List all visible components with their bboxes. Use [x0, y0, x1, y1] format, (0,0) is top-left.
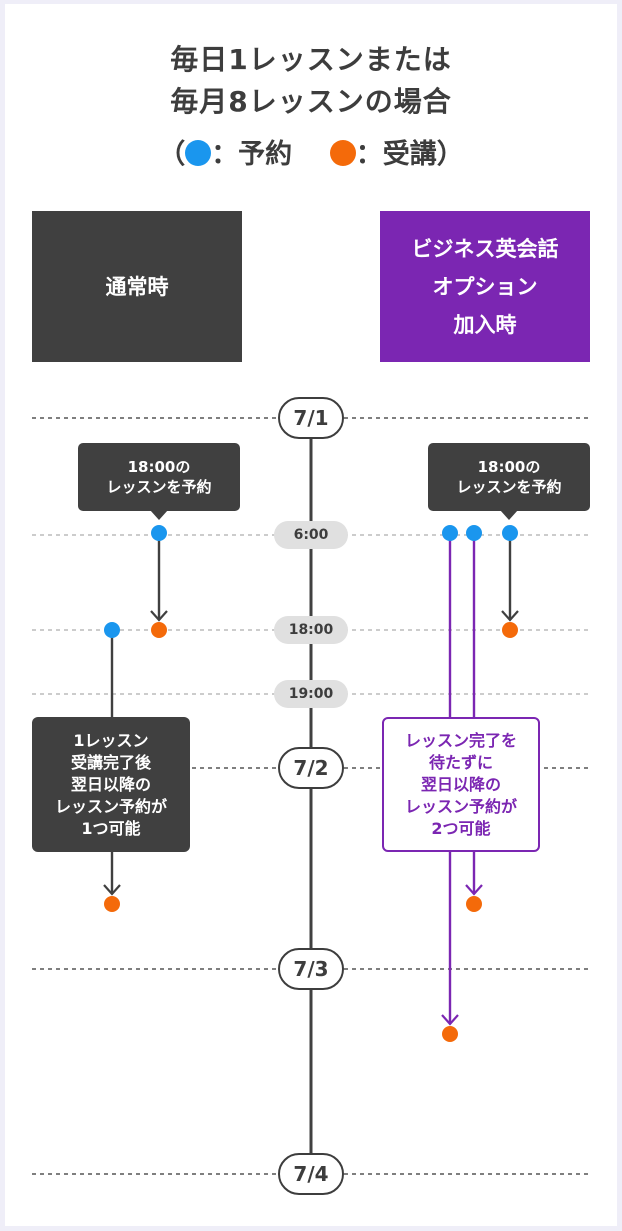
right-bubble-line-2: レッスンを予約 — [456, 478, 562, 496]
business-column-header: ビジネス英会話 オプション 加入時 — [380, 211, 590, 362]
attend-dot-icon — [329, 140, 356, 166]
left-attend-dot-7-2 — [104, 896, 120, 912]
normal-note-line-4: レッスン予約が — [54, 796, 167, 816]
normal-column-header: 通常時 — [32, 211, 242, 362]
right-reserve-bubble: 18:00の レッスンを予約 — [428, 443, 590, 520]
legend: （ ：予約 ：受講） — [0, 137, 622, 173]
right-reserve-dot-1 — [442, 525, 458, 541]
business-note-line-5: 2つ可能 — [431, 818, 491, 838]
date-pill-7-3: 7/3 — [278, 948, 344, 990]
right-attend-dot-7-3 — [442, 1026, 458, 1042]
title-line-1: 毎日1レッスンまたは — [170, 43, 452, 76]
business-header-line-3: 加入時 — [453, 312, 517, 337]
title-line-2: 毎月8レッスンの場合 — [170, 85, 452, 118]
business-note-line-1: レッスン完了を — [404, 730, 517, 750]
business-note-line-3: 翌日以降の — [420, 774, 501, 794]
normal-note-line-2: 受講完了後 — [70, 752, 151, 772]
date-pill-7-1: 7/1 — [278, 397, 344, 439]
right-attend-dot-18-00 — [502, 622, 518, 638]
normal-note-line-3: 翌日以降の — [70, 774, 151, 794]
date-pill-7-2: 7/2 — [278, 747, 344, 789]
left-attend-dot-18-00 — [151, 622, 167, 638]
legend-open-paren: （ — [158, 139, 186, 170]
right-reserve-dot-2 — [466, 525, 482, 541]
reserve-dot-icon — [185, 140, 212, 166]
normal-column-label: 通常時 — [105, 274, 169, 299]
right-attend-dot-7-2 — [466, 896, 482, 912]
business-header-line-2: オプション — [432, 274, 538, 299]
legend-attend-label: ：受講） — [355, 139, 464, 170]
left-reserve-dot-18-00 — [104, 622, 120, 638]
time-pill-6-00: 6:00 — [274, 521, 348, 549]
left-bubble-line-1: 18:00の — [127, 458, 191, 476]
date-pill-7-4: 7/4 — [278, 1153, 344, 1195]
left-reserve-bubble: 18:00の レッスンを予約 — [78, 443, 240, 520]
business-note: レッスン完了を 待たずに 翌日以降の レッスン予約が 2つ可能 — [382, 717, 540, 852]
normal-note: 1レッスン 受講完了後 翌日以降の レッスン予約が 1つ可能 — [32, 717, 190, 852]
left-reserve-dot-6-00 — [151, 525, 167, 541]
time-pill-18-00: 18:00 — [274, 616, 348, 644]
legend-reserve-label: ：予約 — [211, 139, 293, 170]
business-note-line-2: 待たずに — [428, 752, 493, 772]
left-bubble-line-2: レッスンを予約 — [106, 478, 212, 496]
normal-note-line-5: 1つ可能 — [81, 818, 141, 838]
business-header-line-1: ビジネス英会話 — [411, 236, 559, 261]
right-reserve-dot-3 — [502, 525, 518, 541]
normal-note-line-1: 1レッスン — [73, 730, 149, 750]
business-note-line-4: レッスン予約が — [404, 796, 517, 816]
time-pill-19-00: 19:00 — [274, 680, 348, 708]
right-bubble-line-1: 18:00の — [477, 458, 541, 476]
